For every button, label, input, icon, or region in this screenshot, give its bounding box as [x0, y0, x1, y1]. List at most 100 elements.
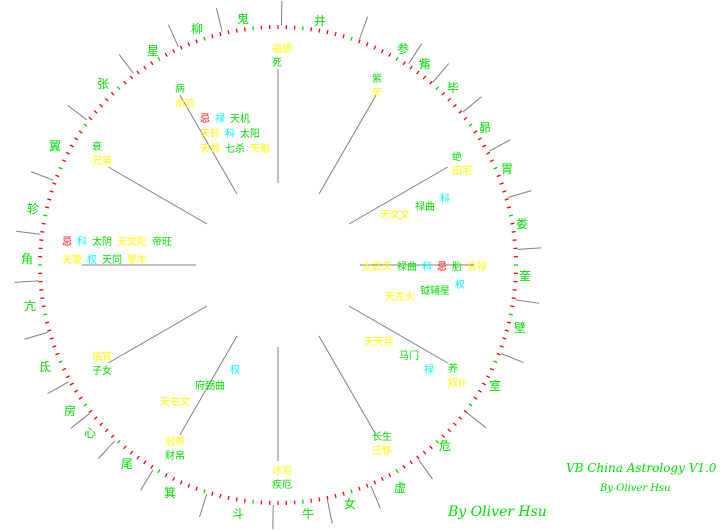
house-star-label: 冠带 [165, 436, 185, 448]
house-star-label: 紫 [372, 73, 382, 85]
ring-tick [129, 75, 134, 80]
ring-tick [388, 473, 392, 478]
ring-tick [435, 86, 440, 91]
mansion-label: 井 [314, 14, 326, 28]
ring-tick [458, 416, 463, 420]
ring-tick [318, 28, 321, 33]
ring-tick [157, 469, 161, 474]
ring-tick [235, 497, 238, 502]
mansion-label: 昴 [479, 121, 491, 135]
ring-tick [116, 86, 121, 91]
house-star-label: 天左火 [385, 290, 415, 303]
house-spoke [108, 166, 208, 225]
house-star-label: 财帛 [165, 449, 185, 462]
mansion-boundary [14, 280, 39, 283]
ring-tick [506, 206, 512, 209]
ring-tick [489, 367, 494, 371]
mansion-boundary [515, 299, 540, 304]
house-star-label: 忌 [200, 113, 210, 125]
ring-tick [41, 222, 46, 225]
house-star-label: 天文文 [380, 208, 410, 221]
ring-tick [123, 445, 127, 450]
ring-tick [47, 329, 52, 332]
mansion-label: 觜 [419, 57, 431, 71]
ring-tick [409, 460, 413, 465]
ring-tick [350, 36, 353, 41]
ring-tick [486, 151, 491, 155]
mansion-label: 虚 [394, 481, 406, 495]
house-star-label: 马门 [399, 349, 419, 362]
ring-tick [402, 464, 406, 469]
house-star-label: 死 [272, 58, 282, 69]
ring-tick [69, 382, 74, 386]
ring-tick [350, 489, 353, 494]
house-star-label: 帝旺 [152, 235, 172, 248]
ring-tick [44, 321, 50, 324]
ring-tick [211, 491, 214, 496]
mansion-boundary [98, 440, 116, 459]
house-star-label: 天魁 [250, 142, 270, 155]
mansion-boundary [500, 353, 524, 363]
ring-tick [416, 70, 420, 75]
mansion-boundary [370, 486, 381, 509]
ring-tick [504, 198, 509, 201]
ring-tick [416, 455, 420, 460]
house-star-label: 疾厄 [272, 478, 292, 491]
house-star-label: 钺辅星 [420, 284, 450, 297]
mansion-boundary [24, 331, 48, 340]
house-star-label: 权 [87, 253, 97, 266]
mansion-label: 翼 [49, 139, 61, 153]
mansion-label: 心 [84, 426, 96, 440]
ring-tick [83, 403, 88, 407]
ring-tick [93, 110, 98, 114]
house-spoke [179, 335, 238, 435]
ring-tick [43, 313, 48, 316]
ring-tick [47, 198, 52, 201]
ring-tick [482, 144, 487, 148]
ring-tick [380, 49, 384, 54]
ring-tick [52, 182, 57, 185]
house-star-label: 科 [225, 127, 235, 140]
house-spoke [348, 166, 448, 225]
ring-tick [422, 450, 427, 455]
ring-tick [441, 91, 446, 96]
ring-tick [227, 495, 230, 500]
mansion-label: 斗 [232, 507, 244, 521]
mansion-boundary [489, 139, 511, 152]
ring-tick [65, 151, 70, 155]
ring-tick [508, 214, 513, 217]
mansion-label: 角 [21, 252, 33, 266]
ring-tick [143, 65, 147, 70]
house-star-label: 绝 [452, 150, 462, 163]
ring-tick [49, 337, 54, 340]
ring-tick [441, 434, 446, 439]
mansion-boundary [47, 381, 69, 395]
mansion-label: 鬼 [237, 11, 249, 26]
ring-tick [150, 61, 154, 66]
house-star-label: 病 [175, 82, 185, 95]
ring-tick [203, 36, 206, 41]
mansion-label: 室 [489, 378, 501, 393]
mansion-label: 房 [64, 403, 76, 418]
mansion-boundary [67, 104, 88, 121]
ring-tick [157, 56, 161, 61]
ring-tick [52, 345, 57, 348]
mansion-label: 张 [97, 77, 109, 91]
ring-tick [243, 27, 246, 32]
ring-tick [83, 123, 88, 127]
ring-tick [99, 103, 104, 108]
ring-tick [203, 489, 206, 494]
mansion-boundary [118, 53, 134, 74]
author-credit-large: By Oliver Hsu [448, 504, 547, 520]
ring-tick [93, 416, 98, 420]
mansion-boundary [466, 412, 487, 429]
ring-tick [187, 42, 191, 47]
house-spoke [348, 305, 448, 364]
ring-tick [44, 206, 50, 209]
ring-tick [136, 455, 140, 460]
ring-tick [510, 305, 515, 308]
house-star-label: 科 [77, 235, 87, 248]
ring-tick [508, 313, 513, 316]
ring-tick [187, 483, 191, 488]
ring-tick [468, 123, 473, 127]
